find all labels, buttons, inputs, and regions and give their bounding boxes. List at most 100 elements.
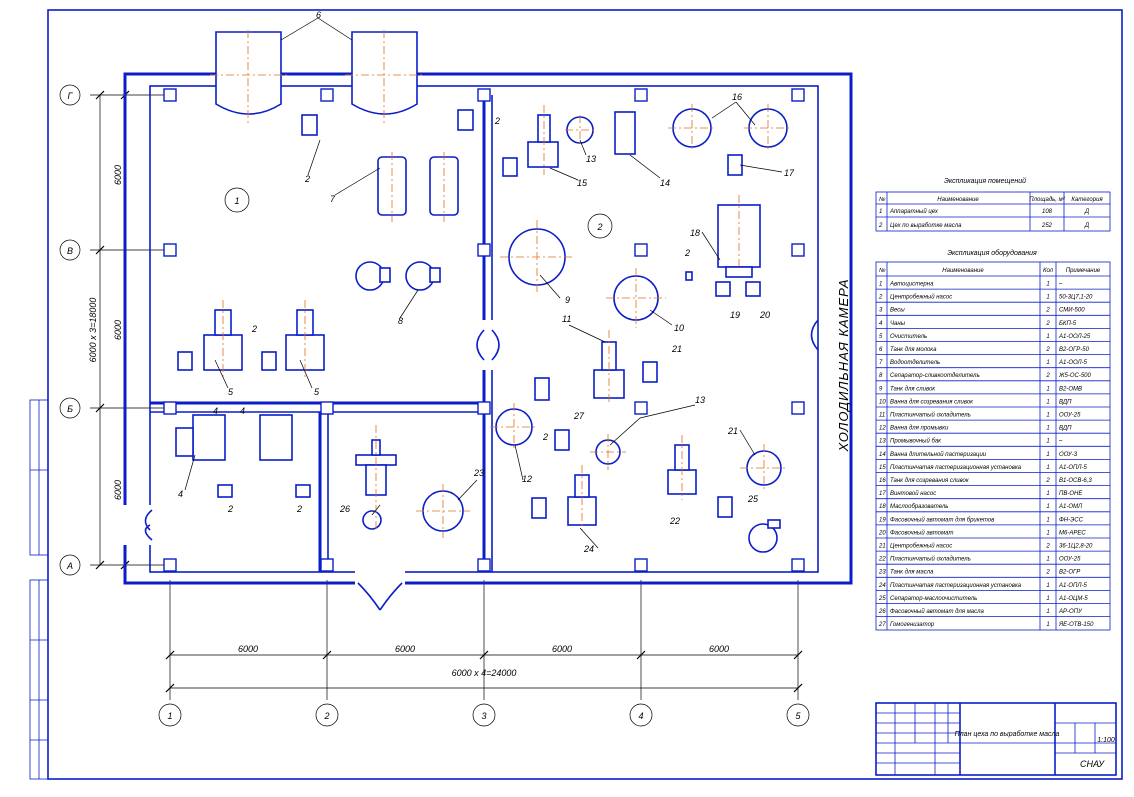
- cold-room-label: ХОЛОДИЛЬНАЯ КАМЕРА: [836, 278, 851, 452]
- room-table-cell: Цех по выработке масла: [890, 223, 962, 229]
- room-table-cell: 1: [879, 209, 882, 215]
- eq-label-2e: 2: [227, 504, 233, 514]
- sheet-frame: [29, 9, 1123, 780]
- equipment-table-cell: 14: [879, 452, 886, 458]
- equipment-table-cell: Автоцистерна: [889, 282, 934, 288]
- equipment-table-cell: 19: [879, 517, 886, 523]
- eq-label-7: 7: [330, 194, 336, 204]
- eq-label-17: 17: [784, 168, 795, 178]
- equipment: [175, 17, 792, 553]
- dim-h-1: 6000: [238, 644, 258, 654]
- equipment-table-cell: Чаны: [890, 321, 906, 327]
- room-table-cell: Д: [1084, 209, 1090, 215]
- axis-label-g: Г: [68, 91, 74, 101]
- dim-h-4: 6000: [709, 644, 729, 654]
- equipment-table-cell: 2: [1045, 373, 1050, 379]
- equipment-table-cell: 23: [878, 570, 886, 576]
- equipment-table-cell: Сепаратор-сливкоотделитель: [890, 373, 980, 379]
- equipment-table-cell: Фасовочный автомат: [890, 529, 953, 536]
- equipment-table-cell: ФН-ЭСС: [1059, 517, 1084, 523]
- equipment-table-cell: 50-3Ц7,1-20: [1059, 295, 1093, 301]
- equipment-table-cell: 18: [879, 504, 886, 510]
- room-table-cell: Аппаратный цех: [889, 208, 939, 215]
- equipment-table-cell: Ж5-ОС-500: [1058, 373, 1092, 379]
- eq-label-4b: 4: [240, 406, 245, 416]
- eq-label-25: 25: [747, 494, 759, 504]
- eq-label-13: 13: [586, 154, 596, 164]
- equipment-table-cell: А1-ООЛ-5: [1058, 360, 1088, 366]
- eq-label-5b: 5: [314, 387, 320, 397]
- equipment-table-cell: 1: [1046, 517, 1049, 523]
- equipment-table-cell: Водоотделитель: [890, 360, 940, 366]
- title-block: План цеха по выработке масла 1:100 СНАУ: [875, 702, 1117, 776]
- equipment-table-cell: 1: [1046, 491, 1049, 497]
- equipment-table-cell: 26: [878, 609, 886, 615]
- room-table-cell: 2: [878, 223, 883, 229]
- equipment-table-cell: А1-ОПЛ-5: [1058, 583, 1087, 589]
- eq-label-21a: 21: [671, 344, 682, 354]
- eq-label-19: 19: [730, 310, 740, 320]
- equipment-table-cell: –: [1058, 282, 1063, 288]
- dimension-labels: 6000 x 3=18000 6000 6000 6000 6000 6000 …: [88, 165, 729, 678]
- equipment-table-cell: 1: [1046, 557, 1049, 563]
- eq-label-26: 26: [339, 504, 350, 514]
- eq-label-13b: 13: [695, 395, 705, 405]
- eq-label-6: 6: [316, 10, 321, 20]
- room-2-label: 2: [596, 222, 602, 232]
- equipment-table-cell: Танк для масла: [890, 570, 934, 576]
- eq-label-2: 2: [304, 174, 310, 184]
- axis-label-b: Б: [67, 404, 73, 414]
- equipment-table-cell: ООУ-3: [1059, 452, 1078, 458]
- eq-label-27: 27: [573, 411, 585, 421]
- equipment-table-cell: 1: [1046, 386, 1049, 392]
- eq-label-18: 18: [690, 228, 700, 238]
- equipment-table-cell: АР-ОПУ: [1058, 609, 1083, 615]
- equipment-table-cell: –: [1058, 439, 1063, 445]
- room-table-h-no: №: [879, 196, 886, 203]
- equipment-table-cell: А1-ОПЛ-5: [1058, 465, 1087, 471]
- equipment-table-cell: В2-ОГР-50: [1059, 347, 1090, 353]
- axis-label-v: В: [67, 246, 73, 256]
- eq-label-23: 23: [473, 468, 484, 478]
- equipment-table-cell: 2: [1045, 347, 1050, 353]
- dim-h-3: 6000: [552, 644, 572, 654]
- equipment-table-cell: А1-ОЦМ-5: [1058, 596, 1088, 602]
- equipment-table-cell: 36-1Ц2,8-20: [1059, 544, 1093, 550]
- equipment-table-cell: 1: [1046, 452, 1049, 458]
- equipment-table-cell: Ванна для промывки: [890, 426, 949, 432]
- eq-label-16: 16: [732, 92, 742, 102]
- eq-label-11: 11: [562, 314, 571, 324]
- eq-label-12: 12: [522, 474, 532, 484]
- equipment-table-cell: 1: [879, 282, 882, 288]
- equipment-table-cell: 3: [879, 308, 883, 314]
- room-labels: 1 2 ХОЛОДИЛЬНАЯ КАМЕРА: [224, 187, 851, 453]
- equipment-table-cell: А1-ООЛ-25: [1058, 334, 1091, 340]
- room-table-h-cat: Категория: [1071, 197, 1103, 203]
- axis-label-3: 3: [481, 711, 486, 721]
- room-explication-table: Экспликация помещений № Наименование Пло…: [875, 177, 1111, 232]
- equipment-table-cell: 2: [1045, 478, 1050, 484]
- room-table-title: Экспликация помещений: [944, 177, 1026, 185]
- equipment-table-cell: 2: [1045, 544, 1050, 550]
- eq-label-2d: 2: [251, 324, 257, 334]
- dim-vertical-3: 6000: [113, 480, 123, 500]
- equipment-table-cell: 4: [879, 321, 883, 327]
- equipment-table-cell: 1: [1046, 609, 1049, 615]
- equipment-table-cell: СМИ-500: [1059, 308, 1085, 314]
- equipment-table-cell: Гомогенизатор: [890, 622, 935, 628]
- equipment-table-cell: 9: [879, 386, 883, 392]
- equipment-table-cell: 1: [1046, 583, 1049, 589]
- equipment-table-cell: ООУ-25: [1059, 413, 1081, 419]
- axis-bubbles-numbers: 1 2 3 4 5: [158, 703, 810, 727]
- equipment-table-cell: А1-ОМЛ: [1058, 504, 1083, 510]
- room-table-h-name: Наименование: [937, 197, 979, 203]
- eq-label-8: 8: [398, 316, 403, 326]
- equipment-table-cell: 27: [878, 622, 886, 628]
- equipment-table-cell: 1: [1046, 465, 1049, 471]
- eq-label-4c: 4: [213, 406, 218, 416]
- equipment-table-cell: 16: [879, 478, 886, 484]
- title-block-org: СНАУ: [1080, 759, 1105, 769]
- dim-h-2: 6000: [395, 644, 415, 654]
- equipment-table-cell: В2-ОМВ: [1059, 386, 1082, 392]
